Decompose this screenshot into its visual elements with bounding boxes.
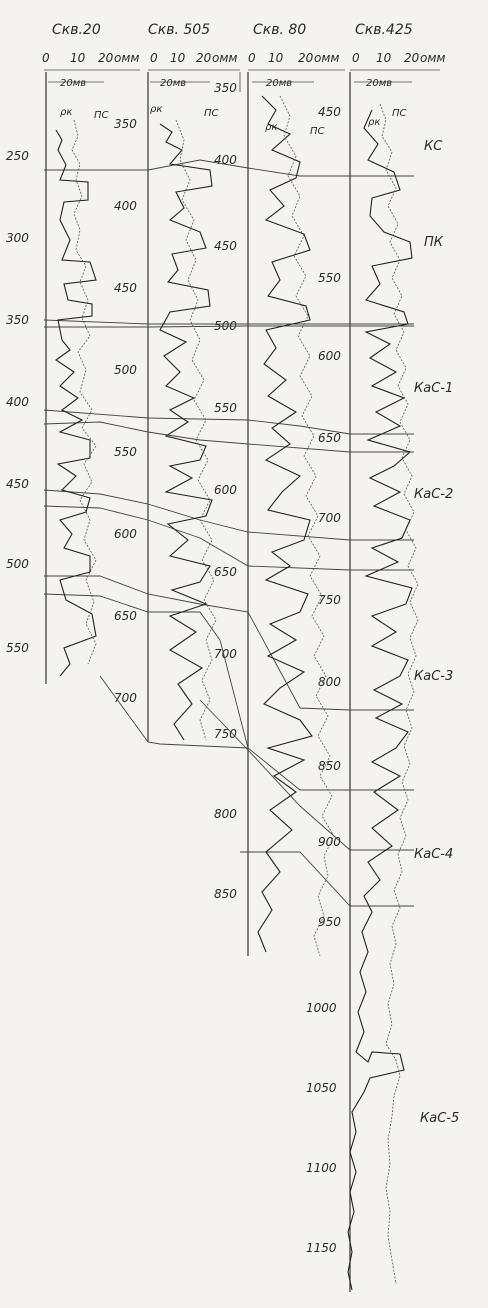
depth-label: 750 [318, 593, 341, 607]
depth-label: 450 [214, 239, 237, 253]
rk-label-w20: ρк [60, 107, 72, 118]
formation-labels: КС ПК КаС-1 КаС-2 КаС-3 КаС-4 КаС-5 [414, 139, 459, 1126]
mv-label-w20: 20мв [60, 78, 86, 89]
rk-label-w425: ρк [368, 117, 380, 128]
depth-label: 650 [318, 431, 341, 445]
depth-labels-w425: 450 550 600 650 700 750 800 850 900 950 … [306, 105, 341, 1255]
depth-label: 550 [318, 271, 341, 285]
well-headers: Скв.20 Скв. 505 Скв. 80 Скв.425 [52, 22, 413, 38]
depth-label: 800 [214, 807, 237, 821]
depth-label: 550 [214, 401, 237, 415]
depth-label: 400 [6, 395, 29, 409]
log-curves [55, 95, 419, 1291]
depth-label: 550 [114, 445, 137, 459]
depth-label: 450 [6, 477, 29, 491]
ohm-unit-w425: омм [420, 51, 445, 65]
formation-label: КаС-2 [414, 487, 453, 502]
depth-label: 700 [318, 511, 341, 525]
formation-label: КС [424, 139, 443, 154]
formation-label: КаС-1 [414, 381, 453, 396]
ohm-ten-w505: 10 [170, 51, 186, 65]
well-title-w425: Скв.425 [355, 22, 413, 38]
ps-label-w80: ПС [310, 126, 325, 137]
mv-label-w505: 20мв [160, 78, 186, 89]
depth-label: 600 [318, 349, 341, 363]
depth-label: 700 [114, 691, 137, 705]
depth-label: 1050 [306, 1081, 337, 1095]
depth-label: 450 [318, 105, 341, 119]
depth-label: 600 [214, 483, 237, 497]
ohm-ten-w80: 10 [268, 51, 284, 65]
ps-label-w505: ПС [204, 108, 219, 119]
well-title-w505: Скв. 505 [148, 22, 210, 38]
depth-label: 850 [318, 759, 341, 773]
formation-label: КаС-4 [414, 847, 453, 862]
well-title-w20: Скв.20 [52, 22, 101, 38]
ohm-ten-w425: 10 [376, 51, 392, 65]
depth-labels-w80: 350 400 450 500 550 600 650 700 750 800 … [214, 81, 237, 901]
depth-label: 650 [214, 565, 237, 579]
ohm-twenty-w80: 20 [298, 51, 314, 65]
depth-label: 950 [318, 915, 341, 929]
ohm-zero-w80: 0 [248, 51, 256, 65]
depth-label: 650 [114, 609, 137, 623]
depth-labels-w20: 250 300 350 400 450 500 550 [6, 149, 29, 655]
depth-label: 500 [6, 557, 29, 571]
ohm-zero-w425: 0 [352, 51, 360, 65]
depth-label: 700 [214, 647, 237, 661]
well-title-w80: Скв. 80 [253, 22, 306, 38]
depth-label: 400 [214, 153, 237, 167]
ohm-twenty-w425: 20 [404, 51, 420, 65]
ohm-unit-w505: омм [212, 51, 237, 65]
depth-label: 750 [214, 727, 237, 741]
ohm-zero-w505: 0 [150, 51, 158, 65]
ohm-twenty-w20: 20 [98, 51, 114, 65]
depth-label: 550 [6, 641, 29, 655]
ohm-zero-w20: 0 [42, 51, 50, 65]
well-axes [45, 72, 351, 1292]
mv-label-w80: 20мв [266, 78, 292, 89]
depth-label: 1150 [306, 1241, 337, 1255]
rk-label-w80: ρк [265, 122, 277, 133]
depth-label: 850 [214, 887, 237, 901]
mv-label-w425: 20мв [366, 78, 392, 89]
formation-label: КаС-5 [420, 1111, 459, 1126]
depth-label: 450 [114, 281, 137, 295]
formation-label: ПК [424, 235, 444, 250]
ohm-scales: 0 10 20 омм 0 10 20 омм 0 10 20 омм 0 10… [42, 51, 445, 65]
depth-label: 1000 [306, 1001, 337, 1015]
depth-label: 600 [114, 527, 137, 541]
ohm-unit-w20: омм [114, 51, 139, 65]
ps-label-w20: ПС [94, 110, 109, 121]
depth-label: 350 [6, 313, 29, 327]
ohm-ten-w20: 10 [70, 51, 86, 65]
formation-label: КаС-3 [414, 669, 453, 684]
mv-scales: 20мв 20мв 20мв 20мв [48, 78, 412, 89]
depth-label: 250 [6, 149, 29, 163]
depth-label: 350 [214, 81, 237, 95]
depth-label: 900 [318, 835, 341, 849]
correlation-lines [43, 159, 414, 907]
depth-label: 800 [318, 675, 341, 689]
ps-label-w425: ПС [392, 108, 407, 119]
ohm-twenty-w505: 20 [196, 51, 212, 65]
depth-labels-w505: 350 400 450 500 550 600 650 700 [114, 117, 137, 705]
curve-legends: ρк ПС ρк ПС ρк ПС ρк ПС [60, 104, 407, 137]
rk-label-w505: ρк [150, 104, 162, 115]
depth-label: 350 [114, 117, 137, 131]
depth-label: 300 [6, 231, 29, 245]
ohm-unit-w80: омм [314, 51, 339, 65]
depth-label: 500 [114, 363, 137, 377]
depth-label: 1100 [306, 1161, 337, 1175]
depth-label: 400 [114, 199, 137, 213]
